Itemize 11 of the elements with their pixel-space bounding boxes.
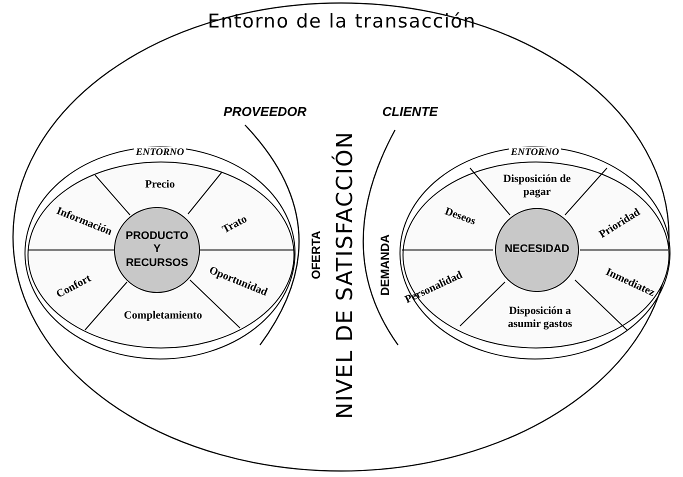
segment-label: Disposición de pagar: [497, 172, 577, 200]
side-label: DEMANDA: [378, 234, 392, 296]
segment-label: Disposición a asumir gastos: [505, 304, 575, 332]
segment-label: Completamiento: [124, 309, 202, 323]
segment-label: Deseos: [442, 205, 478, 229]
side-label: OFERTA: [308, 230, 324, 280]
segment-label: Precio: [145, 178, 175, 192]
segment-label: Trato: [220, 213, 250, 237]
side-label: CLIENTE: [382, 104, 438, 120]
region-title: Entorno de la transacción: [208, 10, 476, 34]
side-label: PROVEEDOR: [223, 104, 307, 120]
